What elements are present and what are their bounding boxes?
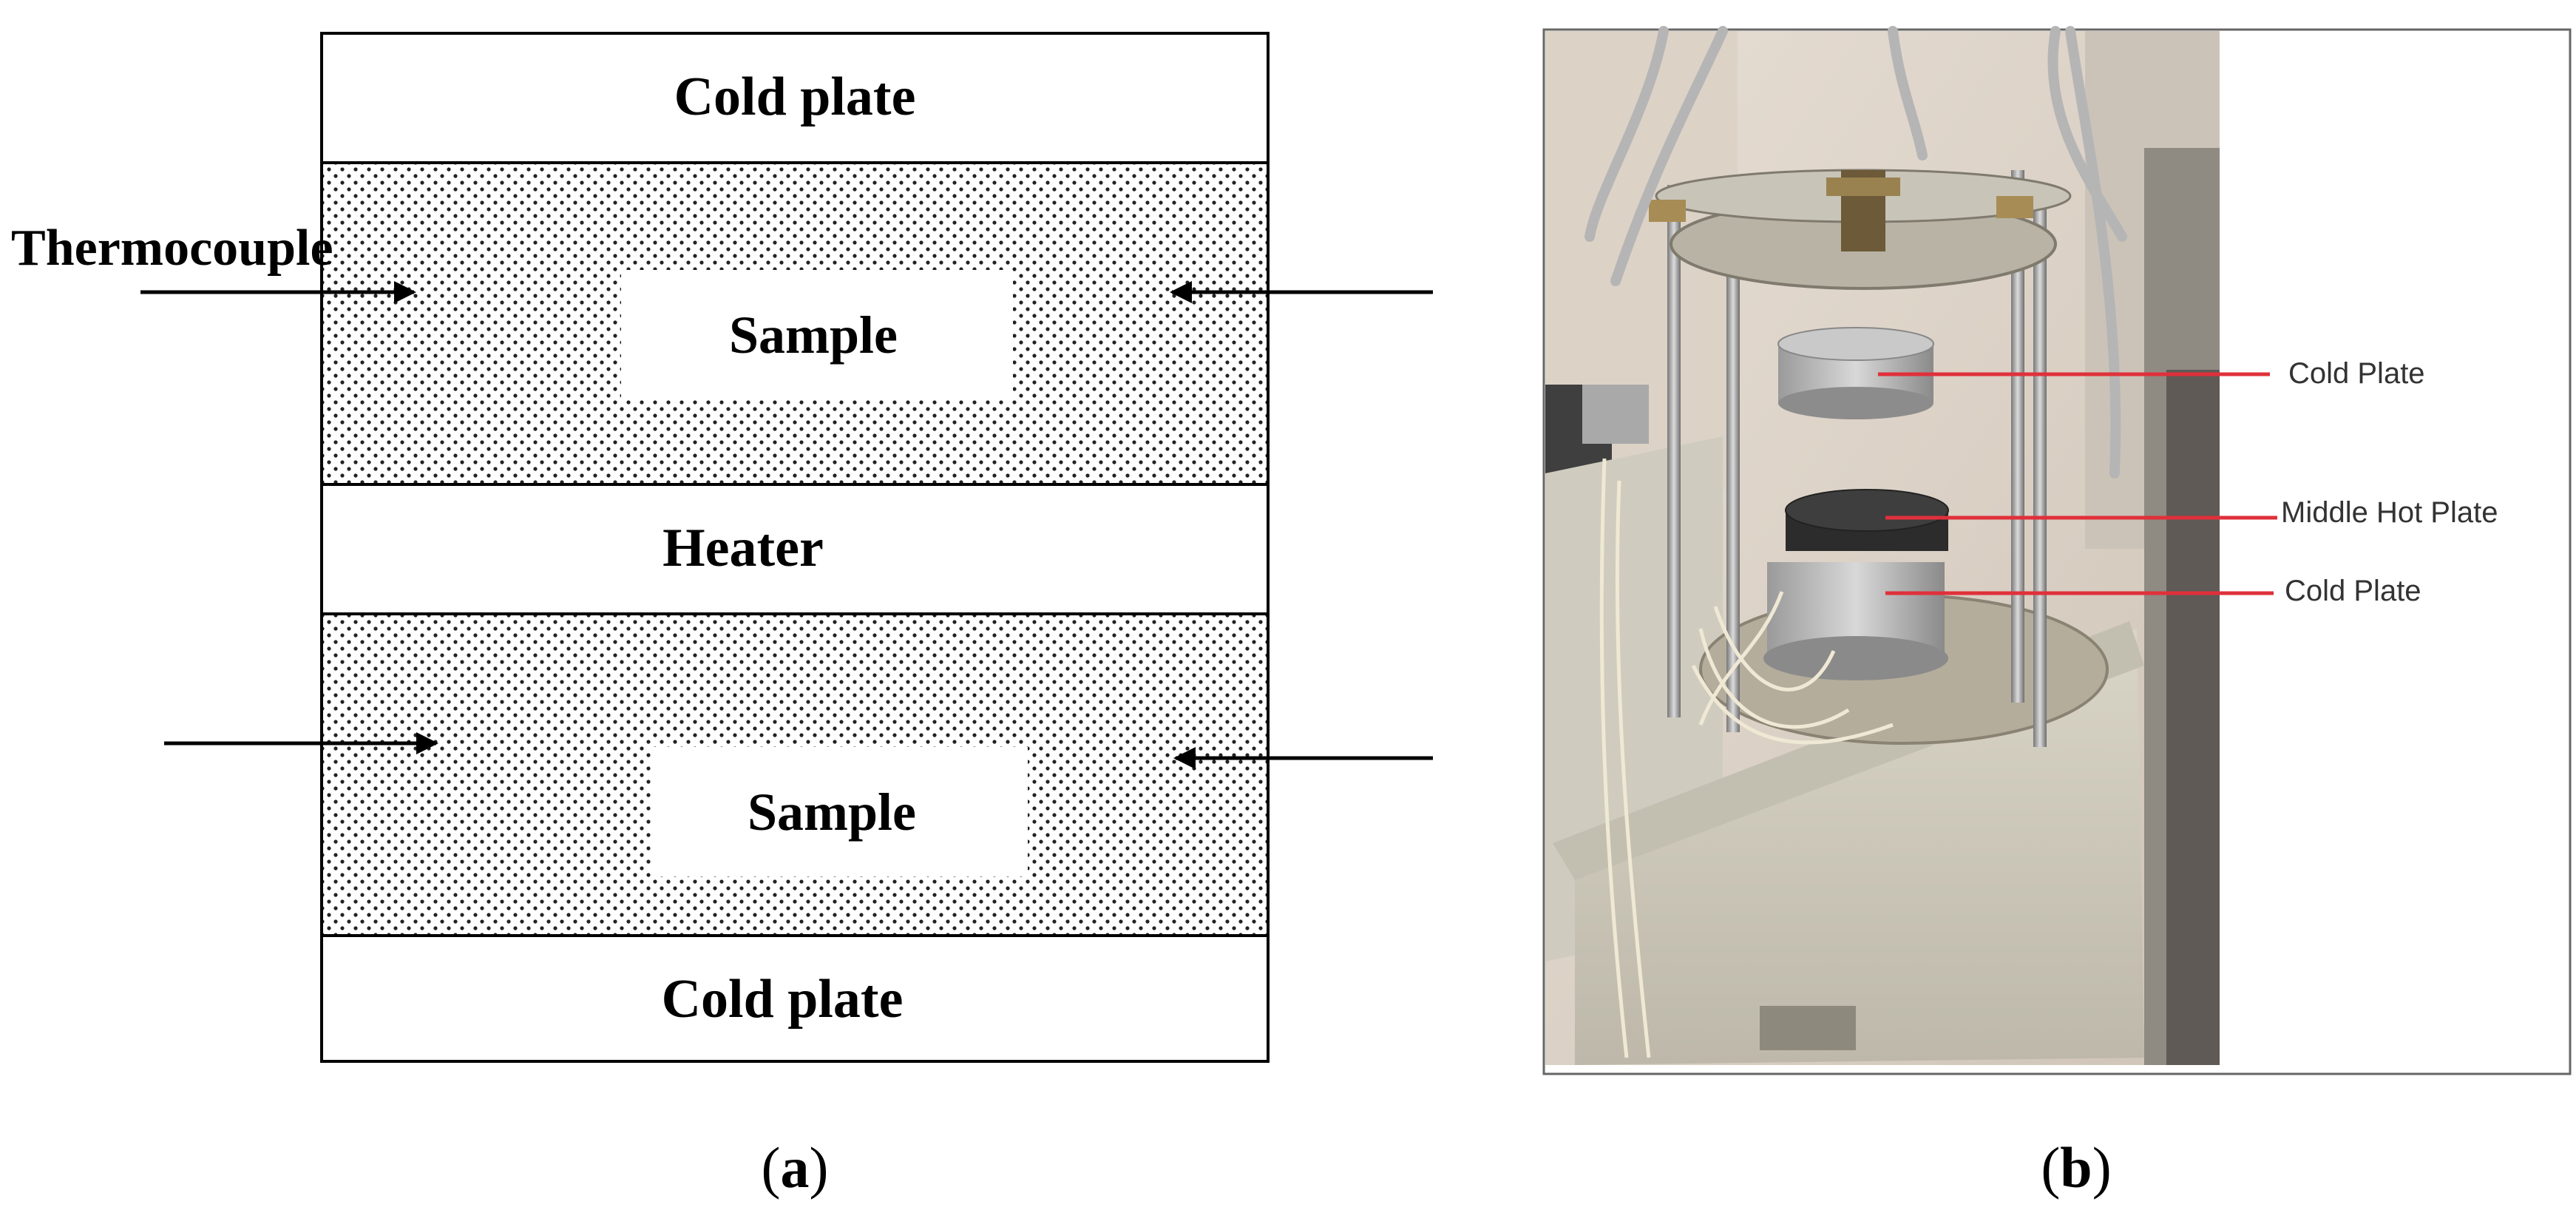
sample-top-layer: Sample (320, 161, 1270, 486)
thermocouple-arrows (140, 281, 1433, 769)
photo-image (1545, 26, 2220, 1065)
caption-b: (b) (2041, 1135, 2111, 1200)
label-cold-plate-upper: Cold Plate (2288, 357, 2425, 390)
cold-plate-bottom-label: Cold plate (662, 969, 904, 1030)
heater-label: Heater (662, 518, 824, 578)
label-middle-hot-plate: Middle Hot Plate (2281, 496, 2498, 529)
sample-bottom-label: Sample (748, 783, 916, 842)
thermocouple-label: Thermocouple (11, 220, 333, 277)
cold-plate-top-label: Cold plate (674, 67, 916, 127)
schematic-diagram: Cold plate Sample Heater Sample Cold pla… (11, 32, 1433, 1063)
photo-label-lines (1878, 372, 2277, 595)
label-cold-plate-lower: Cold Plate (2285, 575, 2421, 607)
apparatus-photo: Cold Plate Middle Hot Plate Cold Plate (1542, 26, 2572, 1075)
sample-top-label: Sample (729, 305, 898, 365)
caption-a: (a) (762, 1135, 829, 1200)
cold-plate-bottom-layer: Cold plate (320, 934, 1270, 1063)
cold-plate-top-layer: Cold plate (320, 32, 1270, 164)
heater-layer: Heater (320, 483, 1270, 615)
sample-bottom-layer: Sample (320, 612, 1270, 937)
